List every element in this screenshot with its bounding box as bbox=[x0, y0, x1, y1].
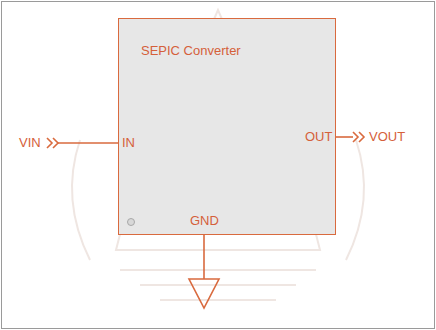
ground-symbol bbox=[189, 235, 219, 308]
box-title: SEPIC Converter bbox=[141, 43, 241, 59]
pin-name: OUT bbox=[305, 129, 332, 145]
pin-marker bbox=[125, 216, 137, 228]
input-port bbox=[47, 138, 118, 148]
signal-name: VIN bbox=[19, 135, 41, 151]
pin-name: GND bbox=[190, 213, 219, 229]
output-port bbox=[336, 132, 364, 142]
watermark-emblem bbox=[72, 10, 364, 300]
pin-name: IN bbox=[122, 135, 135, 151]
signal-name: VOUT bbox=[369, 129, 405, 145]
converter-box: SEPIC Converter bbox=[118, 18, 336, 235]
